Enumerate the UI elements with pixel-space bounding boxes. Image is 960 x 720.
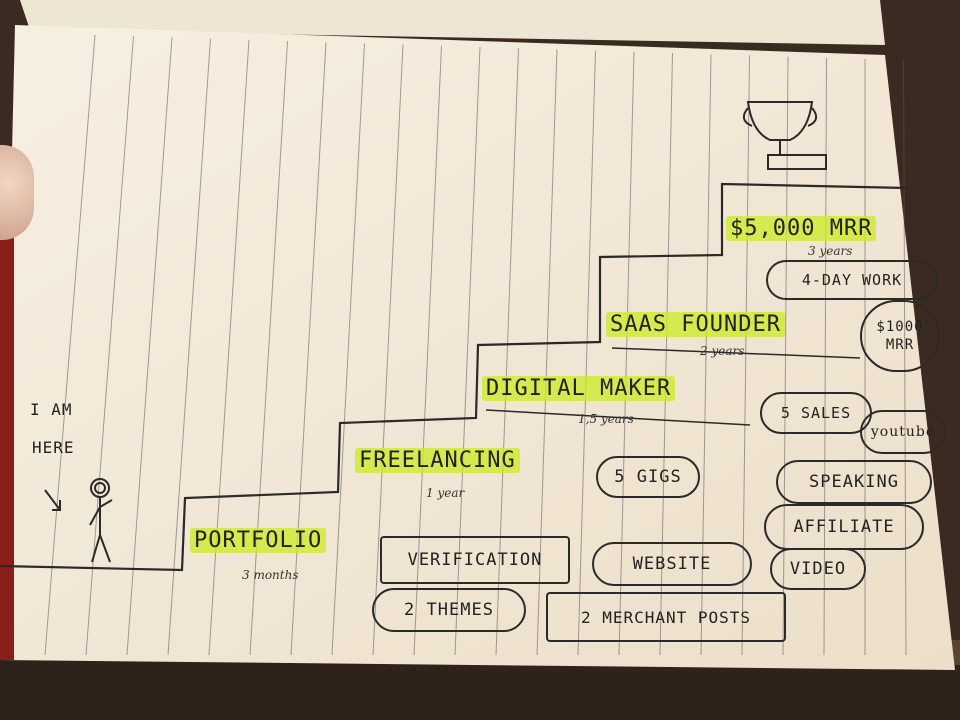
ruled-line	[659, 52, 673, 656]
ruled-line	[331, 43, 365, 656]
step-saas-founder-label: SAAS FOUNDER	[606, 312, 785, 337]
step-mrr-label: $5,000 MRR	[726, 216, 877, 241]
goal-2-themes: 2 THEMES	[372, 588, 526, 632]
ruled-line	[372, 44, 404, 656]
goal-youtube: youtube	[860, 410, 946, 454]
ruled-line	[126, 37, 173, 656]
ruled-line	[700, 54, 712, 656]
step-freelancing-label: FREELANCING	[355, 448, 520, 473]
here-line-2: HERE	[32, 438, 75, 457]
ruled-line	[44, 34, 96, 656]
goal-2-merchant-posts: 2 MERCHANT POSTS	[546, 592, 786, 642]
goal-verification: VERIFICATION	[380, 536, 570, 584]
goal-affiliate: AFFILIATE	[764, 504, 924, 550]
goal-5-gigs: 5 GIGS	[596, 456, 700, 498]
goal-video: VIDEO	[770, 548, 866, 590]
notebook-edge	[0, 655, 960, 720]
previous-page	[20, 0, 885, 45]
step-freelancing-duration: 1 year	[426, 486, 465, 500]
ruled-line	[167, 38, 211, 656]
goal-1000-mrr: $1000 MRR	[860, 300, 940, 372]
step-portfolio-label: PORTFOLIO	[190, 528, 327, 553]
thumb	[0, 145, 34, 240]
ruled-line	[413, 45, 442, 656]
goal-speaking: SPEAKING	[776, 460, 932, 504]
trophy-icon	[742, 101, 827, 170]
goal-4-day-work: 4-DAY WORK	[766, 260, 938, 300]
staircase-line	[0, 182, 909, 572]
goal-website: WEBSITE	[592, 542, 752, 586]
stick-figure	[89, 478, 113, 563]
step-saas-founder-duration: 2 years	[700, 344, 745, 358]
goal-5-sales: 5 SALES	[760, 392, 872, 434]
ruled-line	[577, 50, 596, 656]
step-mrr-duration: 3 years	[808, 244, 853, 258]
ruled-line	[454, 46, 481, 656]
ruled-line	[85, 36, 134, 656]
notebook-cover	[0, 200, 14, 660]
ruled-line	[495, 48, 519, 656]
step-digital-maker-label: DIGITAL MAKER	[482, 376, 676, 401]
step-portfolio-duration: 3 months	[242, 568, 299, 582]
step-digital-maker-duration: 1,5 years	[578, 412, 634, 426]
ruled-line	[536, 49, 558, 656]
here-line-1: I AM	[30, 400, 73, 419]
arrow-icon	[44, 489, 61, 511]
